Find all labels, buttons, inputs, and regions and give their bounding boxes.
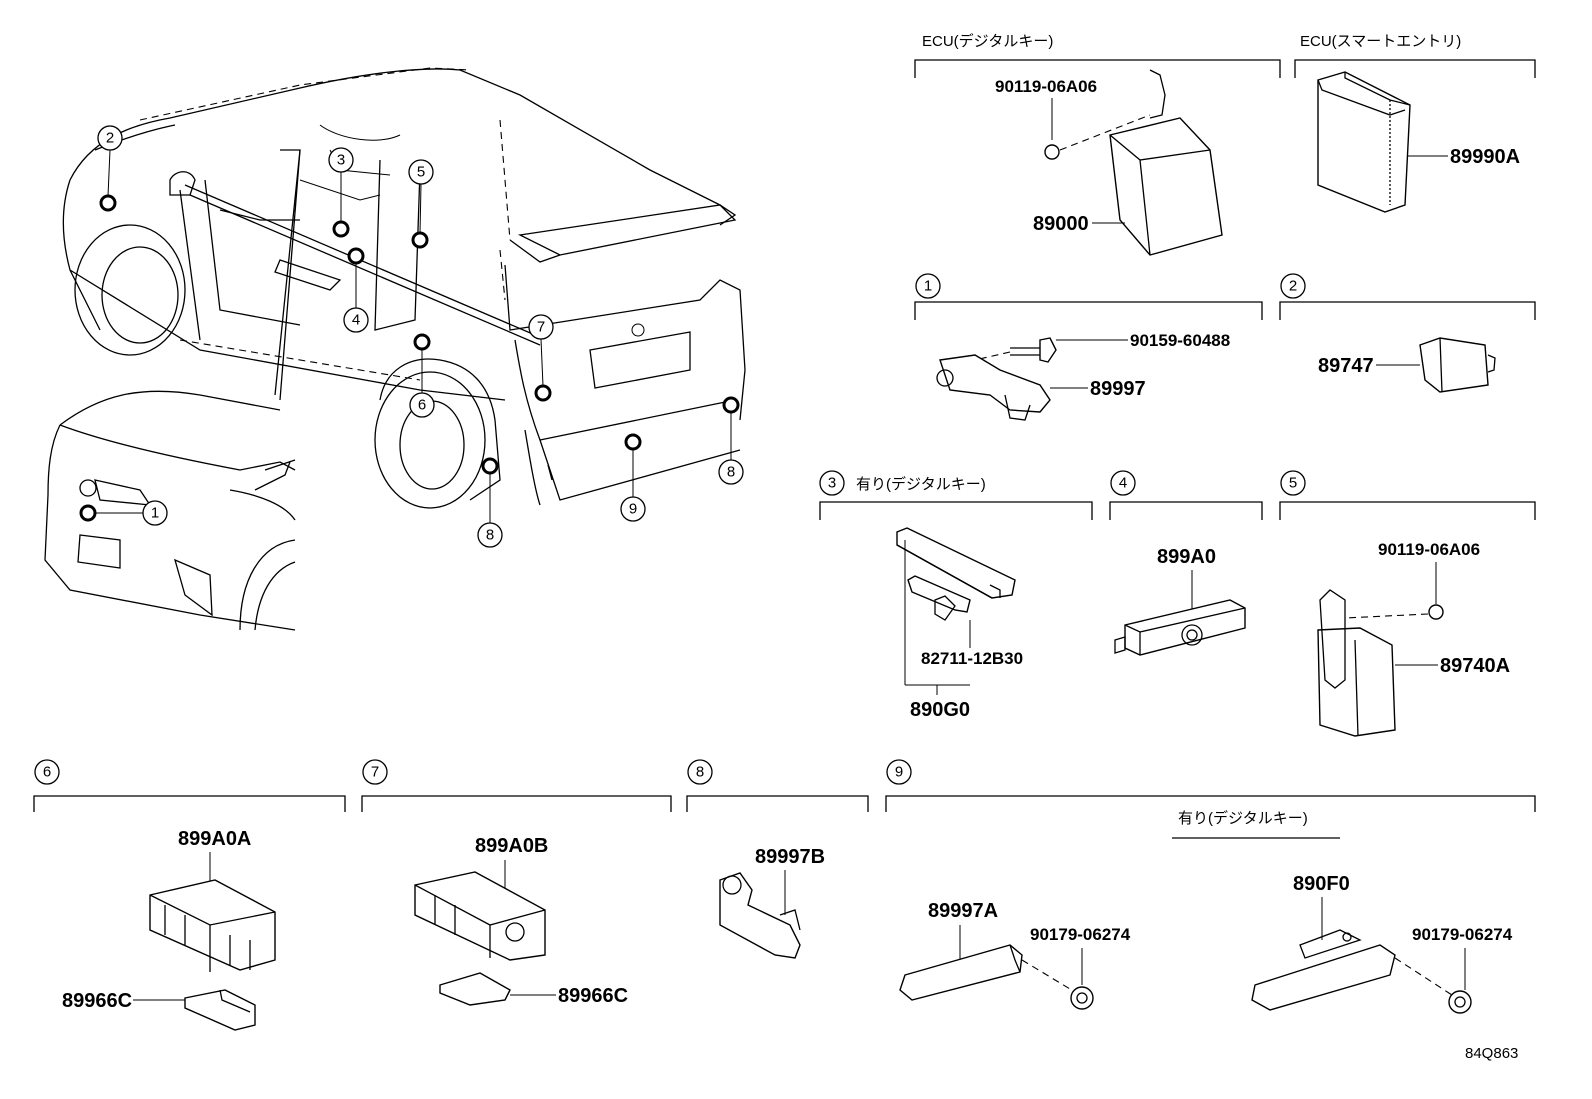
- callout-8-left-label: 8: [486, 527, 494, 544]
- section-9-sub-label: 有り(デジタルキー): [1178, 809, 1308, 827]
- section-title-ecu-smart-entry: ECU(スマートエントリ): [1300, 33, 1461, 50]
- part-89966C-a: 89966C: [62, 990, 132, 1012]
- callout-2: [97, 125, 123, 151]
- section-3-number: 3: [828, 475, 836, 492]
- callout-6: [409, 392, 435, 418]
- callout-1-label: 1: [151, 505, 159, 522]
- section-2-number: 2: [1289, 278, 1297, 295]
- part-89747: 89747: [1318, 355, 1374, 377]
- section-ecu-smart-entry: ECU(スマートエントリ) 89990A: [1294, 33, 1536, 213]
- callout-7: [528, 314, 554, 340]
- part-90119-06A06-b: 90119-06A06: [1378, 540, 1480, 559]
- section-6: 6 899A0A 89966C: [33, 759, 346, 1031]
- callout-9-label: 9: [629, 501, 637, 518]
- callout-8-right: [718, 459, 744, 485]
- section-title-ecu-digital-key: ECU(デジタルキー): [922, 32, 1053, 50]
- callout-6-label: 6: [418, 397, 426, 414]
- section-5-number: 5: [1289, 475, 1297, 492]
- part-82711-12B30: 82711-12B30: [921, 649, 1023, 668]
- section-1-number: 1: [924, 278, 932, 295]
- part-90179-06274-a: 90179-06274: [1030, 925, 1131, 944]
- part-89990A: 89990A: [1450, 146, 1520, 168]
- section-1: 1 90159-60488 89997: [914, 273, 1263, 421]
- part-899A0B: 899A0B: [475, 835, 548, 857]
- section-7: 7 899A0B 89966C: [361, 759, 672, 1007]
- section-9: 9 有り(デジタルキー) 89997A 90179-06274 890F0 90…: [885, 759, 1536, 1014]
- vehicle-illustration: [62, 67, 746, 509]
- callout-7-label: 7: [537, 319, 545, 336]
- part-89997B: 89997B: [755, 846, 825, 868]
- section-4: 4 899A0: [1109, 470, 1263, 656]
- callout-3: [328, 147, 354, 173]
- callout-4: [343, 307, 369, 333]
- part-90159-60488: 90159-60488: [1130, 331, 1230, 350]
- callout-5-label: 5: [417, 164, 425, 181]
- part-890G0: 890G0: [910, 699, 970, 721]
- part-89966C-b: 89966C: [558, 985, 628, 1007]
- figure-code: 84Q863: [1465, 1045, 1518, 1062]
- callout-1: [142, 500, 168, 526]
- part-89997: 89997: [1090, 378, 1146, 400]
- callout-4-label: 4: [352, 312, 360, 329]
- callout-9: [620, 496, 646, 522]
- part-90119-06A06-a: 90119-06A06: [995, 77, 1097, 96]
- callout-5: [408, 159, 434, 185]
- part-90179-06274-b: 90179-06274: [1412, 925, 1513, 944]
- section-ecu-digital-key: ECU(デジタルキー) 90119-06A06 89000: [914, 32, 1281, 256]
- callout-8-right-label: 8: [727, 464, 735, 481]
- part-89997A: 89997A: [928, 900, 998, 922]
- section-6-number: 6: [43, 764, 51, 781]
- part-89000: 89000: [1033, 213, 1089, 235]
- section-3: 3 有り(デジタルキー) 82711-12B30 890G0: [819, 470, 1093, 721]
- part-890F0: 890F0: [1293, 873, 1350, 895]
- vehicle-front-illustration: [44, 390, 296, 631]
- callout-3-label: 3: [337, 152, 345, 169]
- section-7-number: 7: [371, 764, 379, 781]
- part-899A0: 899A0: [1157, 546, 1216, 568]
- section-4-number: 4: [1119, 475, 1127, 492]
- section-2: 2 89747: [1279, 273, 1536, 393]
- part-899A0A: 899A0A: [178, 828, 251, 850]
- vehicle-callouts: 2 3 4 5 6 7 8 8: [79, 125, 744, 548]
- section-3-label: 有り(デジタルキー): [856, 475, 986, 493]
- section-8-number: 8: [696, 764, 704, 781]
- section-8: 8 89997B: [686, 759, 869, 959]
- section-5: 5 90119-06A06 89740A: [1279, 470, 1536, 737]
- callout-2-label: 2: [106, 130, 114, 147]
- section-9-number: 9: [895, 764, 903, 781]
- part-89740A: 89740A: [1440, 655, 1510, 677]
- callout-8-left: [477, 522, 503, 548]
